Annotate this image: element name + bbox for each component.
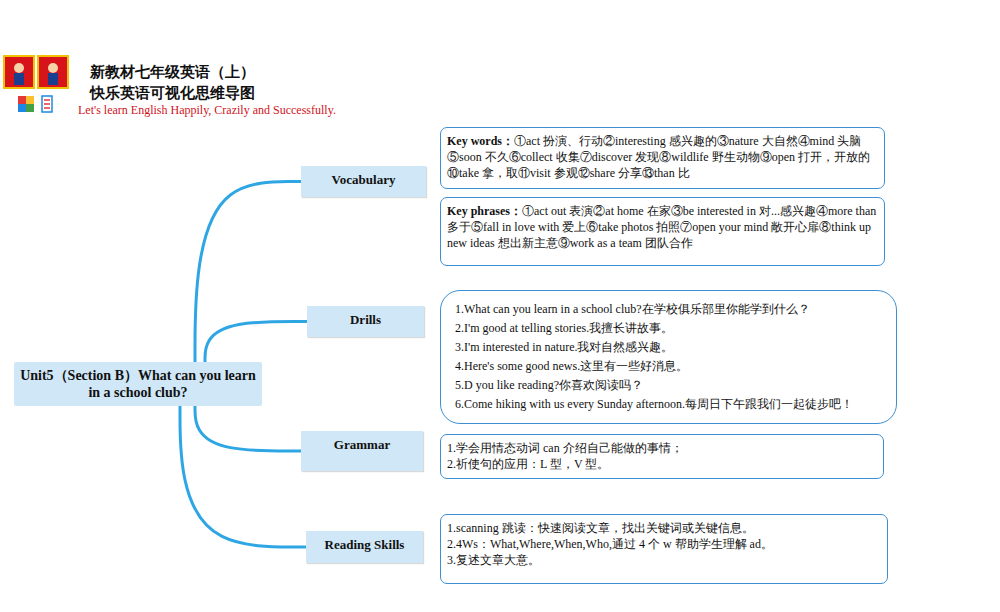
logo-figure [14,73,24,85]
content-text: 5.D you like reading?你喜欢阅读吗？ [455,376,882,395]
logo-figure [48,73,58,85]
content-box: Key words：①act 扮演、行动②interesting 感兴趣的③na… [440,127,885,189]
logo-picture [0,50,80,125]
logo-mark [44,99,50,101]
header-title: 快乐英语可视化思维导图 [90,84,255,103]
content-box: 1.学会用情态动词 can 介绍自己能做的事情；2.祈使句的应用：L 型，V 型… [440,434,884,479]
content-text: 1.学会用情态动词 can 介绍自己能做的事情； [447,440,877,456]
branch-heading: Grammar [301,431,423,471]
logo-block [18,104,26,112]
branch-heading: Vocabulary [301,166,426,197]
slogan: Let's learn English Happily, Crazily and… [78,103,336,118]
logo-mark [44,107,50,109]
box-heading: Key phrases： [447,204,522,218]
logo-block [42,96,52,112]
content-text: 4.Here's some good news.这里有一些好消息。 [455,357,882,376]
logo-block [26,96,34,104]
content-box: Key phrases：①act out 表演②at home 在家③be in… [440,197,885,266]
logo-figure [48,63,58,73]
topic-text: Drills [350,312,381,328]
topic-text: Unit5（Section B）What can you learn in a … [20,367,256,401]
content-box: 1.scanning 跳读：快速阅读文章，找出关键词或关键信息。2.4Ws：Wh… [440,514,888,584]
logo-block [18,96,26,104]
branch-heading: Reading Skills [306,531,423,563]
content-text: 3.I'm interested in nature.我对自然感兴趣。 [455,338,882,357]
topic-text: Reading Skills [325,537,405,553]
logo-figure [14,63,24,73]
branch-curve [195,406,301,451]
content-text: 1.scanning 跳读：快速阅读文章，找出关键词或关键信息。 [447,520,881,536]
content-text: 6.Come hiking with us every Sunday after… [455,395,882,414]
logo-panel [38,56,68,88]
branch-heading: Drills [307,306,424,337]
content-text: 2.祈使句的应用：L 型，V 型。 [447,456,877,472]
central-topic: Unit5（Section B）What can you learn in a … [14,362,262,406]
branch-curve [195,182,301,363]
logo-block [26,104,34,112]
box-heading: Key words： [447,134,514,148]
content-text: 3.复述文章大意。 [447,552,881,568]
topic-text: Grammar [334,437,390,453]
topic-text: Vocabulary [332,172,396,188]
content-text: 2.I'm good at telling stories.我擅长讲故事。 [455,319,882,338]
header-title: 新教材七年级英语（上） [90,63,255,82]
content-text: 1.What can you learn in a school club?在学… [455,300,882,319]
content-box: 1.What can you learn in a school club?在学… [440,290,897,424]
branch-curve [180,406,306,547]
logo-mark [44,103,50,105]
content-text: 2.4Ws：What,Where,When,Who,通过 4 个 w 帮助学生理… [447,536,881,552]
branch-curve [205,322,307,363]
logo-panel [4,56,34,88]
